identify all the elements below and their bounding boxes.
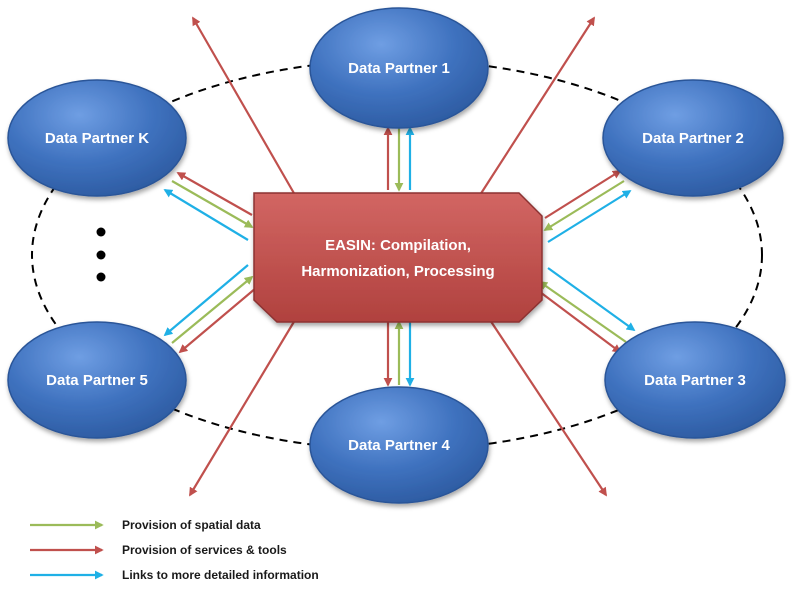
partner-label-2: Data Partner 2 bbox=[642, 130, 744, 147]
partner-node-5: Data Partner 5 bbox=[7, 321, 187, 439]
spatial-arrow bbox=[171, 275, 254, 344]
links-arrow bbox=[163, 264, 249, 337]
easin-hub bbox=[253, 192, 543, 323]
services-arrow bbox=[178, 287, 257, 354]
legend: Provision of spatial data Provision of s… bbox=[30, 518, 319, 582]
radiating-arrow bbox=[189, 319, 296, 497]
spatial-arrow bbox=[171, 180, 254, 228]
partner-label-5: Data Partner 5 bbox=[46, 372, 148, 389]
hub-label-line1: EASIN: Compilation, bbox=[325, 237, 471, 254]
links-arrow bbox=[163, 189, 249, 241]
legend-links-label: Links to more detailed information bbox=[122, 568, 319, 582]
radiating-arrow bbox=[192, 16, 296, 196]
hub-label-line2: Harmonization, Processing bbox=[301, 263, 494, 280]
radiating-arrows bbox=[189, 16, 607, 497]
more-partners-dots bbox=[96, 227, 106, 282]
legend-services-label: Provision of services & tools bbox=[122, 543, 287, 557]
partner-node-1: Data Partner 1 bbox=[309, 7, 489, 129]
services-arrow bbox=[176, 172, 253, 216]
services-arrow bbox=[539, 291, 622, 354]
services-arrow bbox=[544, 170, 622, 219]
partner-label-3: Data Partner 3 bbox=[644, 372, 746, 389]
links-arrow bbox=[547, 267, 636, 332]
spatial-arrow bbox=[538, 280, 627, 343]
partner-node-4: Data Partner 4 bbox=[309, 386, 489, 504]
connector-arrows bbox=[163, 126, 636, 387]
radiating-arrow bbox=[489, 319, 607, 497]
links-arrow bbox=[547, 190, 632, 243]
partner-label-1: Data Partner 1 bbox=[348, 60, 450, 77]
partner-label-4: Data Partner 4 bbox=[348, 437, 450, 454]
spatial-arrow bbox=[543, 180, 625, 231]
partner-label-k: Data Partner K bbox=[45, 130, 149, 147]
legend-spatial-label: Provision of spatial data bbox=[122, 518, 261, 532]
radiating-arrow bbox=[479, 16, 595, 196]
partner-node-k: Data Partner K bbox=[7, 79, 187, 197]
partner-node-2: Data Partner 2 bbox=[602, 79, 784, 197]
partner-node-3: Data Partner 3 bbox=[604, 321, 786, 439]
